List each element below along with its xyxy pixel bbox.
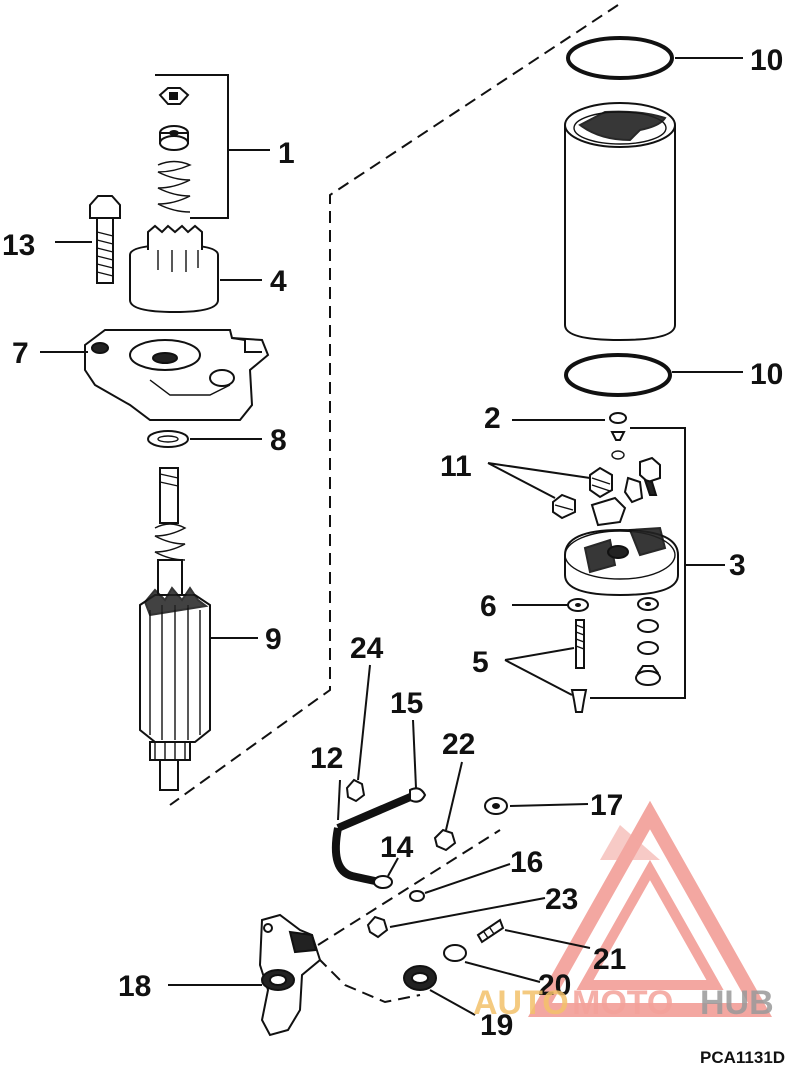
callout-17: 17: [590, 789, 623, 822]
pinion-stop-kit: [155, 74, 229, 219]
through-bolt: [89, 195, 121, 284]
brush-plate-assembly: [552, 412, 679, 597]
armature: [139, 467, 211, 791]
field-frame: [564, 102, 676, 342]
callout-24: 24: [350, 632, 384, 665]
thrust-washer: [147, 430, 189, 448]
diagram-reference-code: PCA1131D: [700, 1048, 785, 1067]
callout-22: 22: [442, 728, 475, 761]
drive-pinion: [129, 224, 219, 314]
callout-14: 14: [380, 831, 414, 864]
flat-washer: [443, 944, 467, 962]
watermark-triangle: [528, 800, 772, 1017]
mounting-bracket: [84, 329, 270, 421]
callout-6: 6: [480, 590, 497, 623]
callout-4: 4: [270, 265, 287, 298]
watermark-logo: AUTO MOTO HUB: [473, 984, 774, 1022]
callout-11: 11: [440, 450, 472, 483]
terminal-stud-and-screw: [570, 619, 588, 713]
callout-1: 1: [278, 137, 295, 170]
terminal-hardware-stack: [635, 597, 661, 686]
callout-labels: 1 13 4 7 8 9 10 10 2 11 3 6 5 24 15 12 2…: [2, 44, 783, 1042]
callout-8: 8: [270, 424, 287, 457]
callout-10-top: 10: [750, 44, 783, 77]
callout-20: 20: [538, 969, 571, 1002]
leader-lines: [40, 57, 743, 1016]
alignment-dashed-line-right: [317, 829, 501, 946]
battery-cable-and-terminals: [331, 778, 508, 939]
mounting-screw: [476, 918, 505, 944]
callout-18: 18: [118, 970, 151, 1003]
callout-3: 3: [729, 549, 746, 582]
callout-9: 9: [265, 623, 282, 656]
callout-23: 23: [545, 883, 578, 916]
callout-15: 15: [390, 687, 423, 720]
watermark-mid: MOTO: [572, 984, 673, 1022]
watermark-suffix: HUB: [700, 984, 774, 1022]
callout-10-bottom: 10: [750, 358, 783, 391]
o-ring-top: [566, 36, 674, 80]
callout-13: 12: [310, 742, 343, 775]
callout-7: 7: [12, 337, 29, 370]
callout-21: 21: [593, 943, 626, 976]
o-ring-bottom: [564, 353, 672, 397]
mounting-bushing: [403, 965, 437, 991]
callout-5: 5: [472, 646, 489, 679]
callout-16: 16: [510, 846, 543, 879]
watermark-prefix: AUTO: [473, 984, 569, 1022]
solenoid-bracket: [258, 913, 322, 1037]
alignment-dashed-line-lower: [317, 957, 421, 1004]
callout-12: 13: [2, 229, 35, 262]
callout-19: 19: [480, 1009, 513, 1042]
alignment-dashed-line: [169, 4, 619, 806]
callout-2: 2: [484, 402, 501, 435]
